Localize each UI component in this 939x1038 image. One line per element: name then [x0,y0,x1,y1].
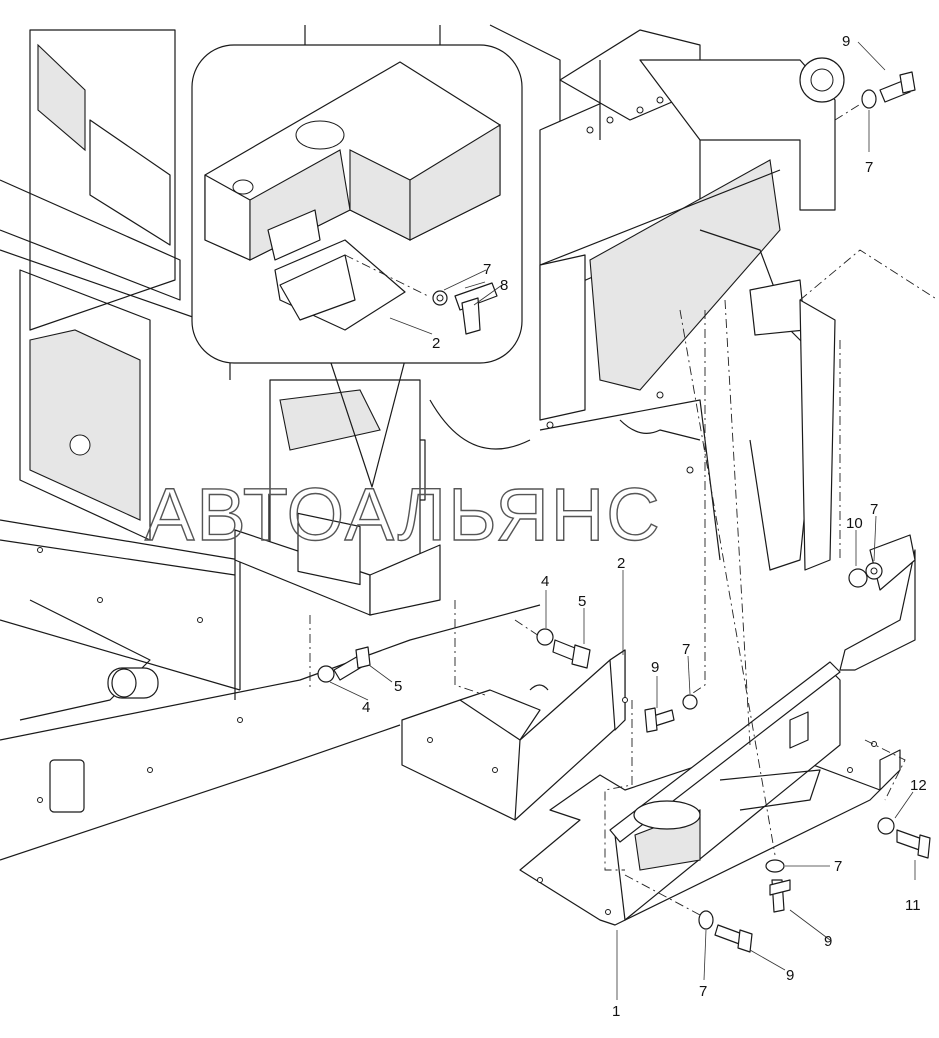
watermark-text: АВТОАЛЬЯНС [145,473,662,556]
machine-frame-left [0,29,541,861]
cover-part-2 [401,649,626,821]
callout-2-inset: 2 [432,335,440,352]
callout-7-top: 7 [865,159,873,176]
callout-2-mid: 2 [617,555,625,572]
callout-7-bottom: 7 [699,983,707,1000]
callout-5-a: 5 [578,593,586,610]
callout-5-b: 5 [394,678,402,695]
fasteners [317,71,931,953]
callout-9-low: 9 [824,933,832,950]
machine-frame-right [304,24,845,571]
callout-labels: 9 7 7 8 2 10 7 4 5 2 5 4 9 7 12 7 11 9 9… [362,33,927,1020]
detail-inset [191,44,523,488]
callout-9-top: 9 [842,33,850,50]
callout-4-b: 4 [362,699,370,716]
callout-12: 12 [910,777,927,794]
callout-7-inset: 7 [483,261,491,278]
callout-4-a: 4 [541,573,549,590]
callout-10: 10 [846,515,863,532]
base-plate-part-1 [519,534,916,926]
callout-11: 11 [905,897,921,914]
callout-9-mid: 9 [651,659,659,676]
callout-7-right: 7 [870,501,878,518]
callout-7-mid: 7 [682,641,690,658]
leader-lines [329,41,916,1000]
assembly-lines [309,94,939,916]
callout-8-inset: 8 [500,277,508,294]
callout-7-low: 7 [834,858,842,875]
callout-1: 1 [612,1003,620,1020]
callout-9-bottom: 9 [786,967,794,984]
